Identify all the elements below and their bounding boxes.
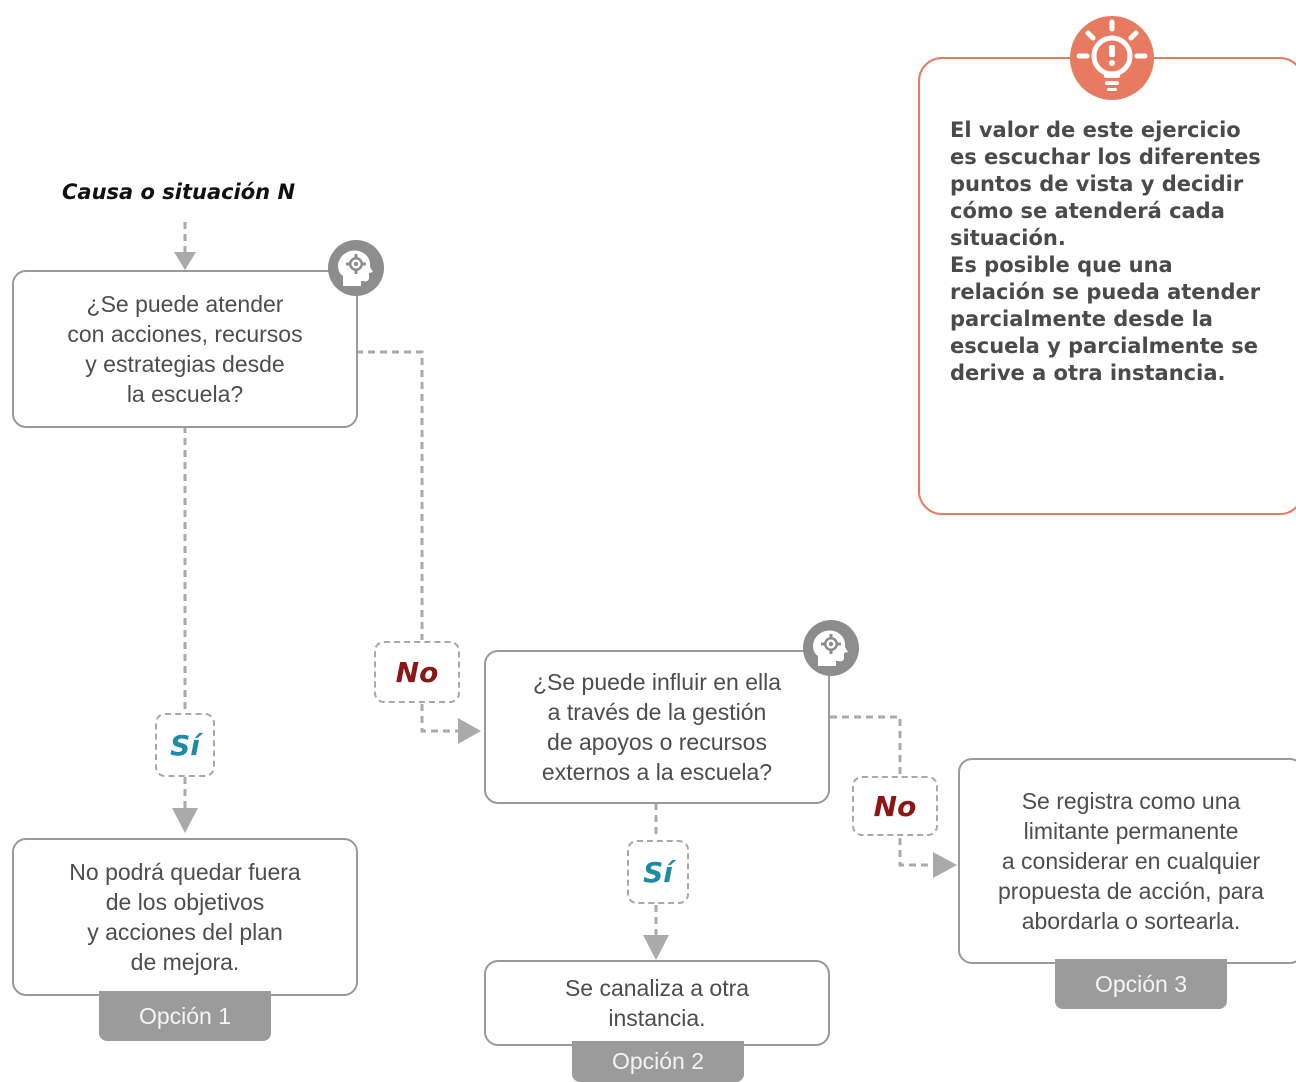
arrow-to-outcome1 [172,808,198,833]
connector-no-to-outcome3 [898,838,933,867]
connector-q2-to-no [830,715,902,775]
note-panel: El valor de este ejercicio es escuchar l… [918,57,1296,515]
yes-label-2-text: Sí [643,855,673,889]
yes-label-2: Sí [627,840,689,904]
connector-no-to-q2 [420,704,458,733]
question-1-box: ¿Se puede atender con acciones, recursos… [12,270,358,428]
arrow-to-q2 [458,718,481,744]
no-label-2: No [852,776,938,836]
head-gear-icon [328,240,384,296]
lightbulb-icon [1070,16,1154,100]
yes-label-1-text: Sí [170,728,200,762]
option-2-label: Opción 2 [611,1048,705,1074]
flow-start-title: Causa o situación N [62,180,296,204]
option-1-tab: Opción 1 [99,991,271,1041]
outcome-1-box: No podrá quedar fuera de los objetivos y… [12,838,358,996]
yes-label-1: Sí [155,713,215,777]
outcome-3-box: Se registra como una limitante permanent… [958,758,1296,964]
arrow-to-outcome3 [933,852,957,878]
outcome-2-box: Se canaliza a otra instancia. [484,960,830,1046]
no-label-1-text: No [395,655,439,689]
note-text: El valor de este ejercicio es escuchar l… [950,118,1261,385]
outcome-3-text: Se registra como una limitante permanent… [998,788,1264,934]
no-label-2-text: No [873,789,917,823]
option-3-tab: Opción 3 [1055,959,1227,1009]
arrow-heading-to-q1 [174,252,196,270]
option-2-tab: Opción 2 [572,1041,744,1082]
arrow-to-outcome2 [643,935,669,960]
head-gear-icon [803,620,859,676]
outcome-2-text: Se canaliza a otra instancia. [564,975,750,1031]
question-1-text: ¿Se puede atender con acciones, recursos… [67,291,303,407]
option-3-label: Opción 3 [1094,970,1188,997]
option-1-label: Opción 1 [138,1002,232,1029]
outcome-1-text: No podrá quedar fuera de los objetivos y… [69,859,301,975]
no-label-1: No [374,641,460,703]
question-2-box: ¿Se puede influir en ella a través de la… [484,650,830,804]
question-2-text: ¿Se puede influir en ella a través de la… [532,669,782,785]
connector-q1-to-no [356,350,424,640]
